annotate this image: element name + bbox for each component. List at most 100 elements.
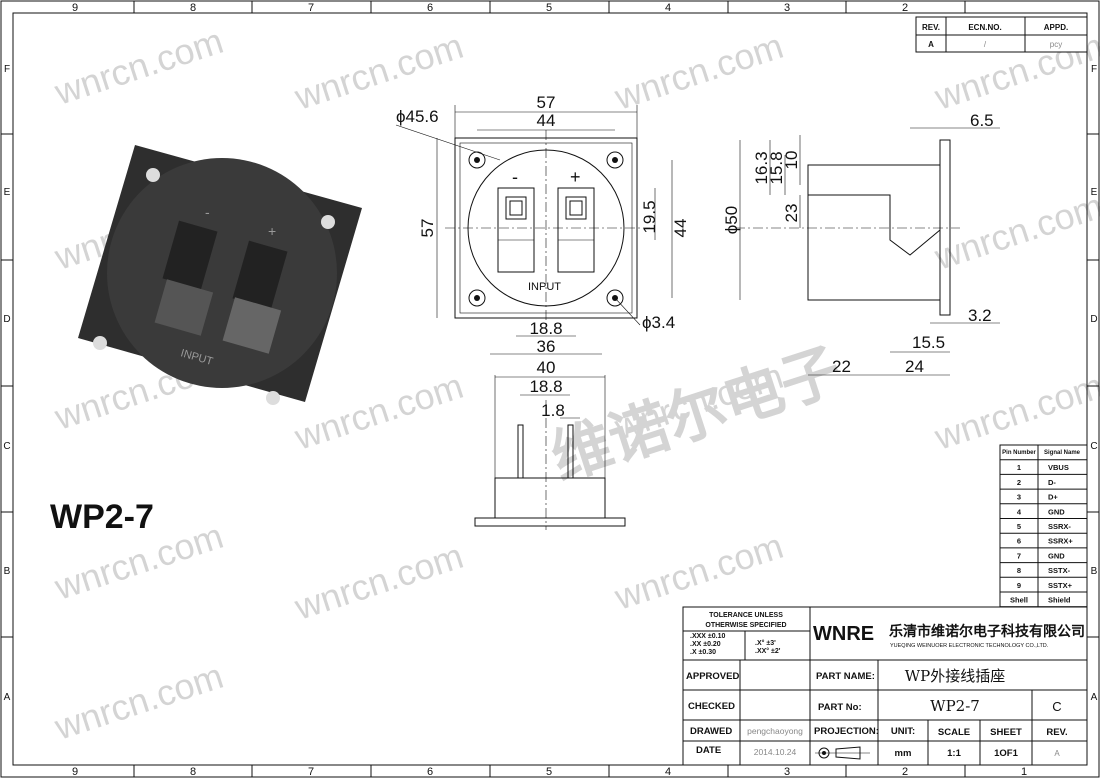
front-minus-label: - — [512, 167, 518, 187]
pin-number: 1 — [1017, 463, 1021, 472]
drawed-label: DRAWED — [690, 726, 732, 737]
part-name-value: WP外接线插座 — [905, 667, 1006, 685]
tolerance-row: .X ±0.30 — [690, 649, 716, 656]
zone-col-top: 4 — [665, 2, 671, 14]
dim-term-spacing: 18.8 — [529, 319, 562, 338]
zone-col-top: 9 — [72, 2, 78, 14]
dim-d3: 10 — [782, 151, 801, 170]
tolerance-title: TOLERANCE UNLESS — [709, 612, 783, 619]
part-no-value: WP2-7 — [930, 697, 980, 715]
signal-name: SSRX+ — [1048, 537, 1073, 546]
zone-col-bottom: 2 — [902, 766, 908, 778]
watermark: wnrcn.com — [289, 535, 468, 628]
dim-dia: ϕ50 — [722, 206, 741, 234]
company-name-en: YUEQING WEINUOER ELECTRONIC TECHNOLOGY C… — [890, 643, 1049, 649]
appd-header: APPD. — [1044, 23, 1068, 32]
photo-plus-label: + — [268, 223, 276, 239]
watermark: wnrcn.com — [609, 25, 788, 118]
pin-number: 5 — [1017, 522, 1021, 531]
signal-name: D- — [1048, 478, 1056, 487]
signal-name: GND — [1048, 551, 1065, 560]
appd-value: pcy — [1050, 40, 1062, 49]
tolerance-row: .XX ±0.20 — [690, 641, 721, 648]
zone-row-right: F — [1091, 64, 1097, 75]
signal-name: D+ — [1048, 493, 1058, 502]
watermark: wnrcn.com — [49, 20, 228, 113]
tolerance-row: .XXX ±0.10 — [690, 633, 725, 640]
zone-col-bottom: 7 — [308, 766, 314, 778]
dim-d7: 22 — [832, 357, 851, 376]
zone-row-left: D — [3, 314, 10, 325]
checked-label: CHECKED — [688, 701, 735, 712]
projection-symbol-icon — [815, 746, 870, 760]
side-view: ϕ50 16.3 15.8 10 23 6.5 3.2 15.5 22 24 — [722, 111, 1000, 376]
rev-value: A — [928, 40, 934, 49]
zone-row-right: C — [1090, 441, 1097, 452]
dim-d6: 15.5 — [912, 333, 945, 352]
watermark: wnrcn.com — [929, 365, 1100, 458]
dim-inner: 36 — [537, 337, 556, 356]
pin-number: 3 — [1017, 493, 1021, 502]
zone-col-bottom: 8 — [190, 766, 196, 778]
signal-name: VBUS — [1048, 463, 1069, 472]
zone-col-top: 2 — [902, 2, 908, 14]
dim-d5: 3.2 — [968, 306, 992, 325]
pin-number-header: Pin Number — [1002, 450, 1036, 456]
company-name-cn: 乐清市维诺尔电子科技有限公司 — [889, 623, 1085, 639]
watermark: wnrcn.com — [609, 525, 788, 618]
signal-name: SSTX+ — [1048, 581, 1073, 590]
signal-name: GND — [1048, 507, 1065, 516]
signal-name: SSRX- — [1048, 522, 1071, 531]
rev-header: REV. — [922, 23, 940, 32]
dim-hole-dia: ϕ3.4 — [642, 313, 675, 332]
part-no-label: PART No: — [818, 702, 862, 713]
zone-col-top: 5 — [546, 2, 552, 14]
pin-number: 9 — [1017, 581, 1021, 590]
watermark: wnrcn.com — [49, 655, 228, 748]
zone-row-right: E — [1091, 187, 1098, 198]
title-block: TOLERANCE UNLESS OTHERWISE SPECIFIED .XX… — [682, 606, 1088, 766]
watermark: wnrcn.com — [929, 185, 1100, 278]
zone-col-top: 6 — [427, 2, 433, 14]
sheet-value: 1OF1 — [994, 748, 1018, 759]
zone-row-right: A — [1091, 692, 1098, 703]
zone-row-left: A — [4, 692, 11, 703]
watermark-cn: 维诺尔电子 — [543, 336, 849, 492]
zone-col-bottom: 6 — [427, 766, 433, 778]
dim-height-outer: 57 — [418, 219, 437, 238]
front-view: - + INPUT 57 44 ϕ45.6 57 19.5 44 ϕ3.4 18… — [395, 93, 690, 356]
photo-minus-label: - — [205, 204, 210, 220]
zone-col-bottom: 3 — [784, 766, 790, 778]
approved-label: APPROVED — [686, 671, 739, 682]
dim-d2: 15.8 — [767, 151, 786, 184]
drawed-value: pengchaoyong — [747, 726, 803, 736]
dim-circle: ϕ45.6 — [396, 107, 439, 126]
rev-value: A — [1054, 749, 1060, 758]
front-input-label: INPUT — [528, 281, 561, 293]
zone-row-right: D — [1090, 314, 1097, 325]
zone-col-top: 7 — [308, 2, 314, 14]
bottom-view: 40 18.8 1.8 — [474, 358, 626, 530]
unit-label: UNIT: — [891, 726, 915, 737]
signal-name-header: Signal Name — [1044, 450, 1081, 456]
unit-value: mm — [895, 748, 912, 759]
projection-label: PROJECTION: — [814, 726, 879, 737]
date-label: DATE — [696, 745, 721, 756]
dim-pin-width: 1.8 — [541, 401, 565, 420]
dim-d4: 23 — [782, 204, 801, 223]
scale-value: 1:1 — [947, 748, 961, 759]
part-name-label: PART NAME: — [816, 671, 875, 682]
zone-col-bottom: 4 — [665, 766, 671, 778]
dim-d1: 16.3 — [752, 151, 771, 184]
dim-pin-spacing: 18.8 — [529, 377, 562, 396]
rev-label: REV. — [1046, 727, 1067, 738]
dim-terminal: 19.5 — [640, 200, 659, 233]
zone-col-bottom: 9 — [72, 766, 78, 778]
zone-col-bottom: 5 — [546, 766, 552, 778]
product-photo: INPUT - + — [78, 145, 362, 405]
watermark: wnrcn.com — [289, 365, 468, 458]
company-logo: WNRE — [813, 623, 874, 645]
